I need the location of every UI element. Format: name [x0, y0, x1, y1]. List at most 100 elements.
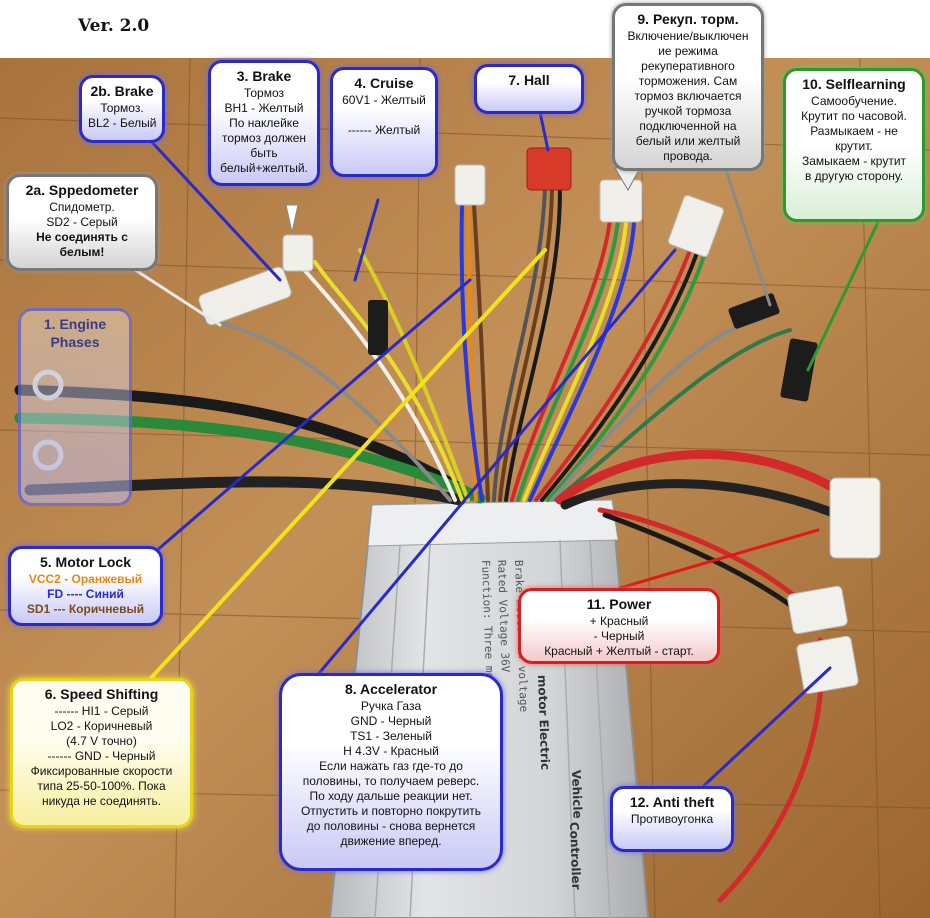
callout-warning: белым!: [59, 245, 105, 259]
callout-title: 4. Cruise: [354, 75, 414, 91]
callout-line: белый или желтый: [635, 134, 741, 148]
callout-cruise: 4. Cruise 60V1 - Желтый ------ Желтый: [330, 67, 438, 177]
pointer-hall: [538, 110, 550, 152]
callout-line: По наклейке: [229, 116, 299, 130]
callout-motor-lock: 5. Motor Lock VCC2 - Оранжевый FD ---- С…: [8, 546, 163, 626]
callout-line: ручкой тормоза: [644, 104, 732, 118]
pointer-speedshift: [138, 248, 547, 692]
callout-line: провода.: [663, 149, 713, 163]
wire-fd-blue: FD ---- Синий: [47, 587, 124, 601]
callout-title: 12. Anti theft: [629, 794, 715, 810]
callout-line: Самообучение.: [811, 94, 897, 108]
callout-engine-phases: 1. Engine Phases: [18, 308, 132, 506]
callout-title: 11. Power: [586, 596, 652, 612]
callout-power: 11. Power + Красный - Черный Красный + Ж…: [518, 588, 720, 664]
pointer-accelerator: [303, 248, 677, 692]
callout-line: BH1 - Желтый: [224, 101, 304, 115]
callout-line: - Черный: [593, 629, 645, 643]
callout-speedometer: 2a. Sppedometer Спидометр. SD2 - Серый Н…: [6, 174, 158, 271]
callout-line: движение вперед.: [340, 834, 442, 848]
controller-label-2: Vehicle: [569, 770, 585, 819]
callout-selflearning: 10. Selflearning Самообучение. Крутит по…: [783, 68, 925, 222]
pointer-brake3: [285, 204, 299, 233]
pointer-power: [618, 528, 820, 590]
callout-title: 7. Hall: [508, 72, 550, 88]
svg-text:Rated Voltage 36V: Rated Voltage 36V: [495, 560, 512, 673]
callout-line: тормоз включается: [634, 89, 742, 103]
callout-line: + Красный: [589, 614, 649, 628]
pointer-regen-2: [724, 168, 772, 307]
callout-title: 6. Speed Shifting: [44, 686, 159, 702]
callout-line: Фиксированные скорости: [30, 764, 173, 778]
callout-line: Противоугонка: [630, 812, 714, 826]
callout-title: 9. Рекуп. торм.: [637, 11, 739, 27]
callout-line: ------ Желтый: [347, 123, 421, 137]
callout-title: 3. Brake: [236, 68, 292, 84]
callout-line: ------ HI1 - Серый: [54, 704, 149, 718]
callout-line: половины, то получаем реверс.: [302, 774, 480, 788]
callout-line: в другую сторону.: [804, 169, 904, 183]
callout-line: ие режима: [658, 44, 718, 58]
callout-title: 2b. Brake: [90, 83, 154, 99]
callout-line: H 4.3V - Красный: [343, 744, 439, 758]
callout-regen-brake: 9. Рекуп. торм. Включение/выключен ие ре…: [612, 3, 764, 171]
wire-sd1-brown: SD1 --- Коричневый: [26, 602, 145, 616]
wire-vcc2-orange: VCC2 - Оранжевый: [28, 572, 143, 586]
connectors: [32, 147, 881, 695]
callout-speed-shifting: 6. Speed Shifting ------ HI1 - Серый LO2…: [10, 678, 193, 828]
svg-text:Function: Three mode: Function: Three mode: [479, 560, 497, 693]
callout-accelerator: 8. Accelerator Ручка Газа GND - Черный T…: [279, 673, 503, 871]
callout-brake-3: 3. Brake Тормоз BH1 - Желтый По наклейке…: [208, 60, 320, 186]
callout-brake-2b: 2b. Brake Тормоз. BL2 - Белый: [79, 75, 165, 143]
callout-line: ------ GND - Черный: [47, 749, 156, 763]
pointer-antitheft: [678, 666, 832, 810]
callout-title: 2a. Sppedometer: [25, 182, 139, 198]
callout-line: TS1 - Зеленый: [350, 729, 432, 743]
callout-line: GND - Черный: [350, 714, 432, 728]
callout-line: 60V1 - Желтый: [342, 93, 426, 107]
callout-line: Красный + Желтый - старт.: [544, 644, 694, 658]
callout-line: рекуперативного: [641, 59, 735, 73]
pointer-lines: [118, 110, 882, 810]
pointer-cruise: [353, 198, 380, 282]
pointer-brake2b: [148, 138, 282, 282]
pointer-selflearning: [806, 216, 882, 372]
callout-title: 10. Selflearning: [802, 76, 906, 92]
callout-line: никуда не соединять.: [41, 794, 162, 808]
callout-line: Ручка Газа: [360, 699, 422, 713]
callout-line: крутит.: [835, 139, 873, 153]
callout-line: тормоз должен: [221, 131, 307, 145]
controller-label-3: Controller: [567, 822, 583, 890]
callout-line: Отпустить и повторно покрутить: [300, 804, 482, 818]
callout-title: 8. Accelerator: [344, 681, 438, 697]
callout-line: быть: [250, 146, 278, 160]
callout-line: Замыкаем - крутит: [801, 154, 907, 168]
callout-line: типа 25-50-100%. Пока: [37, 779, 166, 793]
callout-line: подключенной на: [639, 119, 737, 133]
callout-line: SD2 - Серый: [46, 215, 118, 229]
callout-line: [339, 108, 429, 123]
pointer-motorlock: [138, 278, 472, 567]
callout-line: Тормоз: [243, 86, 285, 100]
callout-line: (4.7 V точно): [66, 734, 137, 748]
callout-title: 1. Engine Phases: [43, 316, 107, 350]
callout-line: Включение/выключен: [627, 29, 749, 43]
callout-hall: 7. Hall: [474, 64, 584, 114]
callout-anti-theft: 12. Anti theft Противоугонка: [610, 786, 734, 852]
controller-label-1: motor Electric: [535, 675, 552, 771]
callout-title: 5. Motor Lock: [39, 554, 131, 570]
callout-line: Спидометр.: [49, 200, 115, 214]
callout-line: BL2 - Белый: [88, 116, 157, 130]
callout-warning: Не соединять с: [36, 230, 128, 244]
callout-line: белый+желтый.: [220, 161, 308, 175]
callout-line: торможения. Сам: [638, 74, 738, 88]
callout-line: Крутит по часовой.: [801, 109, 907, 123]
callout-line: LO2 - Коричневый: [50, 719, 153, 733]
callout-line: Если нажать газ где-то до: [319, 759, 463, 773]
version-label: Ver. 2.0: [78, 16, 150, 36]
callout-line: до половины - снова вернется: [306, 819, 476, 833]
callout-line: Размыкаем - не: [810, 124, 898, 138]
callout-line: По ходу дальше реакции нет.: [309, 789, 473, 803]
callout-line: Тормоз.: [100, 101, 144, 115]
